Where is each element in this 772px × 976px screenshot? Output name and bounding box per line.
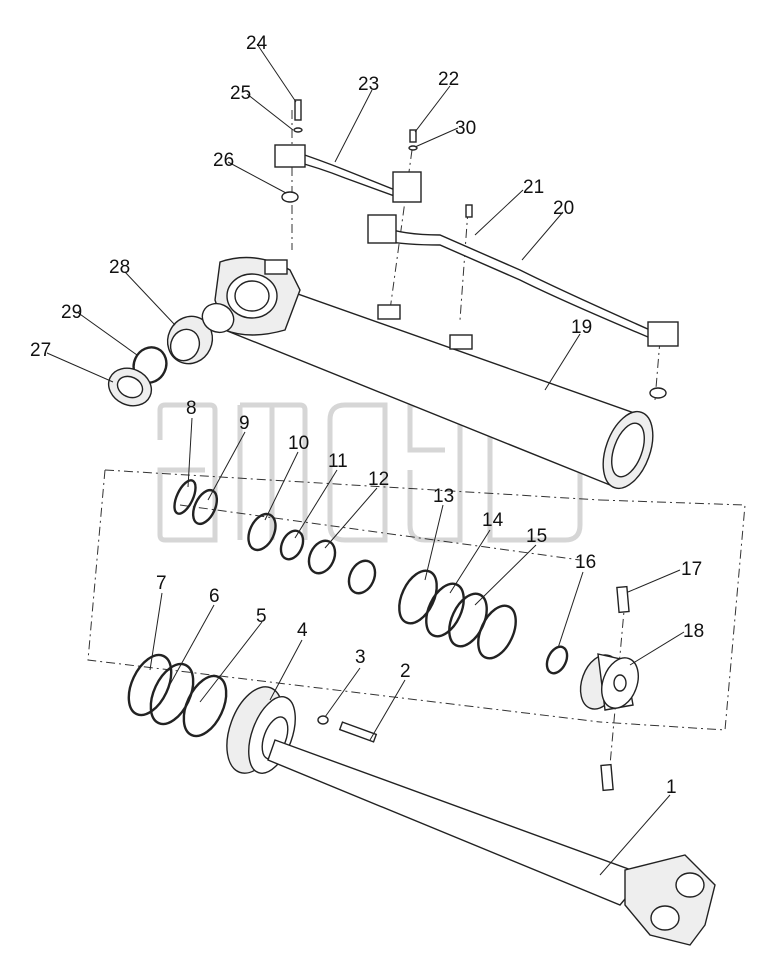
callout-17: 17 — [681, 559, 702, 580]
callout-13: 13 — [433, 486, 454, 507]
callout-1: 1 — [666, 777, 677, 798]
seal-rings — [127, 479, 569, 738]
callout-9: 9 — [239, 413, 250, 434]
callout-25: 25 — [230, 83, 251, 104]
callout-28: 28 — [109, 257, 130, 278]
pin-17 — [616, 585, 630, 614]
callout-27: 27 — [30, 340, 51, 361]
callout-24: 24 — [246, 33, 268, 54]
callout-labels: 1 2 3 4 5 6 7 8 9 10 11 12 13 14 15 16 1… — [30, 33, 704, 798]
callout-26: 26 — [213, 150, 234, 171]
bolt-2 — [338, 721, 378, 743]
tube-23-flange-left — [274, 144, 306, 168]
leader-lines — [46, 43, 685, 876]
callout-5: 5 — [256, 606, 267, 627]
callout-29: 29 — [61, 302, 82, 323]
callout-19: 19 — [571, 317, 592, 338]
callout-16: 16 — [575, 552, 596, 573]
pin-bottom — [600, 763, 614, 792]
callout-30: 30 — [455, 118, 476, 139]
callout-22: 22 — [438, 69, 459, 90]
callout-4: 4 — [297, 620, 308, 641]
callout-12: 12 — [368, 469, 389, 490]
tube-23-flange-right — [392, 171, 422, 203]
callout-7: 7 — [156, 573, 167, 594]
callout-14: 14 — [482, 510, 504, 531]
callout-23: 23 — [358, 74, 379, 95]
washer-3 — [317, 715, 329, 725]
callout-15: 15 — [526, 526, 547, 547]
callout-8: 8 — [186, 398, 197, 419]
hydraulic-tube-20 — [377, 223, 657, 342]
callout-3: 3 — [355, 647, 366, 668]
piston — [579, 653, 639, 711]
piston-rod — [267, 739, 716, 946]
callout-6: 6 — [209, 586, 220, 607]
callout-21: 21 — [523, 177, 544, 198]
tube-20-flange-right — [647, 321, 679, 347]
callout-18: 18 — [683, 621, 704, 642]
hydraulic-tube-23 — [289, 149, 402, 200]
callout-20: 20 — [553, 198, 574, 219]
bolts — [281, 99, 667, 399]
tube-20-flange-left — [367, 214, 397, 244]
cylinder-barrel — [214, 256, 654, 490]
callout-11: 11 — [328, 451, 348, 472]
gland-parts — [107, 302, 235, 407]
callout-10: 10 — [288, 433, 309, 454]
callout-2: 2 — [400, 661, 411, 682]
